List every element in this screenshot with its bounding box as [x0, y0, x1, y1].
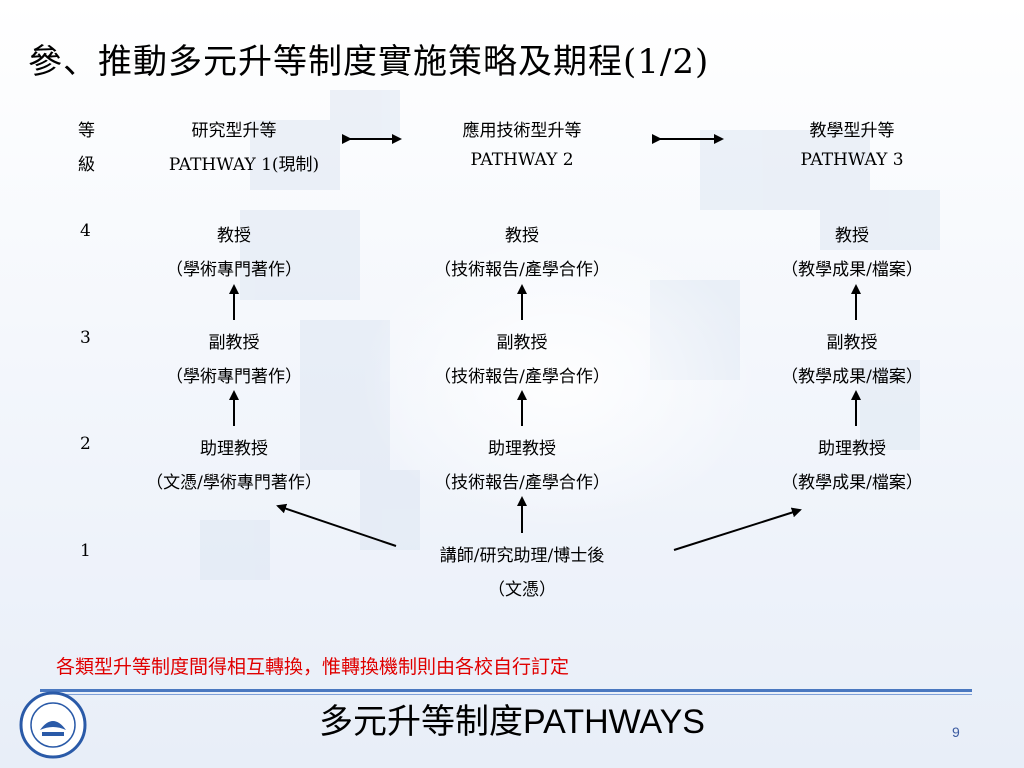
conversion-note: 各類型升等制度間得相互轉換，惟轉換機制則由各校自行訂定 [56, 656, 570, 678]
grade-3: 3 [80, 328, 91, 348]
footer-rule-thin [40, 694, 972, 695]
pathway-2-level-2-detail: （技術報告/產學合作） [434, 473, 610, 493]
pathway-3-name: 教學型升等 [809, 121, 895, 141]
pathway-1-level-3-title: 副教授 [208, 333, 260, 353]
grade-4: 4 [80, 221, 91, 241]
pathway-1-level-3-detail: （學術專門著作） [166, 367, 302, 387]
grade-header-bottom: 級 [78, 155, 95, 175]
pathway-2-level-3-title: 副教授 [496, 333, 548, 353]
pathway-3-level-2-title: 助理教授 [818, 439, 886, 459]
pathway-2-level-4-detail: （技術報告/產學合作） [434, 260, 610, 280]
pathway-3-level-4-title: 教授 [835, 226, 869, 246]
pathway-3-level-4-detail: （教學成果/檔案） [781, 260, 923, 280]
pathway-2-level-2-title: 助理教授 [488, 439, 556, 459]
pathway-1-level-2-detail: （文憑/學術專門著作） [146, 473, 322, 493]
slide-title: 參、推動多元升等制度實施策略及期程(1/2) [28, 42, 710, 82]
pathway-2-code: PATHWAY 2 [470, 150, 574, 170]
grade-2: 2 [80, 434, 91, 454]
entry-level-title: 講師/研究助理/博士後 [439, 546, 605, 566]
pathway-1-level-4-title: 教授 [217, 226, 251, 246]
pathway-3-level-3-title: 副教授 [826, 333, 878, 353]
pathway-2-level-4-title: 教授 [505, 226, 539, 246]
pathway-2-name: 應用技術型升等 [462, 121, 582, 141]
pathway-1-level-2-title: 助理教授 [200, 439, 268, 459]
pathway-3-code: PATHWAY 3 [800, 150, 904, 170]
grade-header-top: 等 [78, 121, 95, 141]
pathway-2-level-3-detail: （技術報告/產學合作） [434, 367, 610, 387]
grade-1: 1 [80, 541, 91, 561]
pathway-1-level-4-detail: （學術專門著作） [166, 260, 302, 280]
pathway-1-code: PATHWAY 1(現制) [168, 155, 320, 175]
entry-level-detail: （文憑） [488, 580, 556, 600]
footer-rule [40, 689, 972, 692]
pathway-3-level-2-detail: （教學成果/檔案） [781, 473, 923, 493]
footer-title: 多元升等制度PATHWAYS [319, 703, 705, 741]
pathway-1-name: 研究型升等 [191, 121, 277, 141]
ministry-of-education-logo [19, 691, 87, 759]
pathway-3-level-3-detail: （教學成果/檔案） [781, 367, 923, 387]
page-number: 9 [952, 724, 960, 740]
